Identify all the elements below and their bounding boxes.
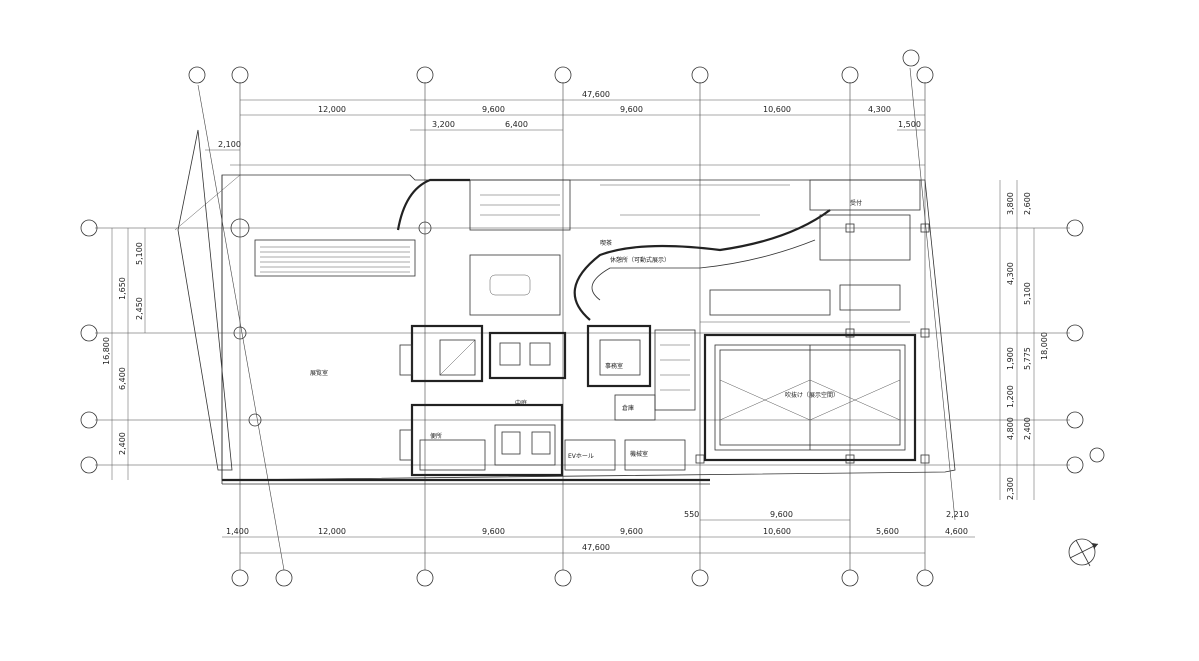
- lower-central-rooms: [399, 324, 696, 477]
- label-storage: 倉庫: [622, 404, 634, 412]
- bottom-dim-seg2: 9,600: [482, 527, 505, 536]
- columns: [230, 218, 930, 464]
- label-office: 事務室: [605, 362, 623, 370]
- north-arrow-icon: [1068, 538, 1099, 567]
- left-dim-b: 5,100: [135, 242, 144, 265]
- label-main-hall: 展覧室: [310, 369, 328, 377]
- bottom-dimension-lines: [222, 519, 975, 554]
- label-reception: 受付: [850, 199, 862, 207]
- top-dim-small-left: 2,100: [218, 140, 241, 149]
- grid-bubbles: [80, 49, 1105, 587]
- right-dim-d: 5,100: [1023, 282, 1032, 305]
- left-dimension-lines: [111, 228, 146, 480]
- bottom-dim-seg1: 12,000: [318, 527, 346, 536]
- label-atrium: 吹抜け（展示空間）: [785, 391, 839, 399]
- top-dim-sub1: 3,200: [432, 120, 455, 129]
- top-dim-seg2: 9,600: [482, 105, 505, 114]
- right-dim-total: 18,000: [1040, 332, 1049, 360]
- bottom-dim-inner-right: 2,210: [946, 510, 969, 519]
- label-machine: 機械室: [630, 450, 648, 458]
- grid-lines-vertical: [197, 67, 956, 571]
- right-dim-c: 4,300: [1006, 262, 1015, 285]
- right-dim-h: 4,800: [1006, 417, 1015, 440]
- label-lounge: 休憩所（可動式展示）: [610, 256, 670, 264]
- right-dimension-lines: [999, 180, 1035, 500]
- right-dim-b: 2,600: [1023, 192, 1032, 215]
- upper-central-area: [396, 178, 921, 323]
- bottom-dim-inner-left: 550: [684, 510, 699, 519]
- label-wc: 便所: [430, 432, 442, 440]
- left-dim-c: 2,450: [135, 297, 144, 320]
- top-dim-seg1: 12,000: [318, 105, 346, 114]
- right-dim-e: 1,900: [1006, 347, 1015, 370]
- bottom-dim-right-edge: 4,600: [945, 527, 968, 536]
- left-dim-e: 2,400: [118, 432, 127, 455]
- atrium-void: [703, 333, 917, 462]
- top-dim-seg3: 9,600: [620, 105, 643, 114]
- label-elevator-hall: EVホール: [568, 453, 594, 460]
- left-dim-total: 16,800: [102, 337, 111, 365]
- bottom-dim-seg3: 9,600: [620, 527, 643, 536]
- top-dim-small-right: 1,500: [898, 120, 921, 129]
- top-dim-total: 47,600: [582, 90, 610, 99]
- label-cafe: 喫茶: [600, 239, 612, 247]
- bottom-dim-seg4: 10,600: [763, 527, 791, 536]
- label-court: 中庭: [515, 399, 527, 407]
- top-dim-sub2: 6,400: [505, 120, 528, 129]
- left-dim-d: 6,400: [118, 367, 127, 390]
- bottom-dim-seg5: 5,600: [876, 527, 899, 536]
- right-dim-j: 2,300: [1006, 477, 1015, 500]
- building-outline: [174, 129, 956, 485]
- bottom-dim-total: 47,600: [582, 543, 610, 552]
- right-dim-i: 2,400: [1023, 417, 1032, 440]
- right-dim-g: 5,775: [1023, 347, 1032, 370]
- top-dim-seg4: 10,600: [763, 105, 791, 114]
- top-dim-seg5: 4,300: [868, 105, 891, 114]
- left-dim-a: 1,650: [118, 277, 127, 300]
- bottom-dim-left-edge: 1,400: [226, 527, 249, 536]
- right-dim-a: 3,800: [1006, 192, 1015, 215]
- right-dim-f: 1,200: [1006, 385, 1015, 408]
- grid-lines-horizontal: [95, 227, 1070, 466]
- top-dimension-lines: [205, 99, 925, 166]
- bottom-dim-inner: 9,600: [770, 510, 793, 519]
- escalator: [254, 239, 416, 277]
